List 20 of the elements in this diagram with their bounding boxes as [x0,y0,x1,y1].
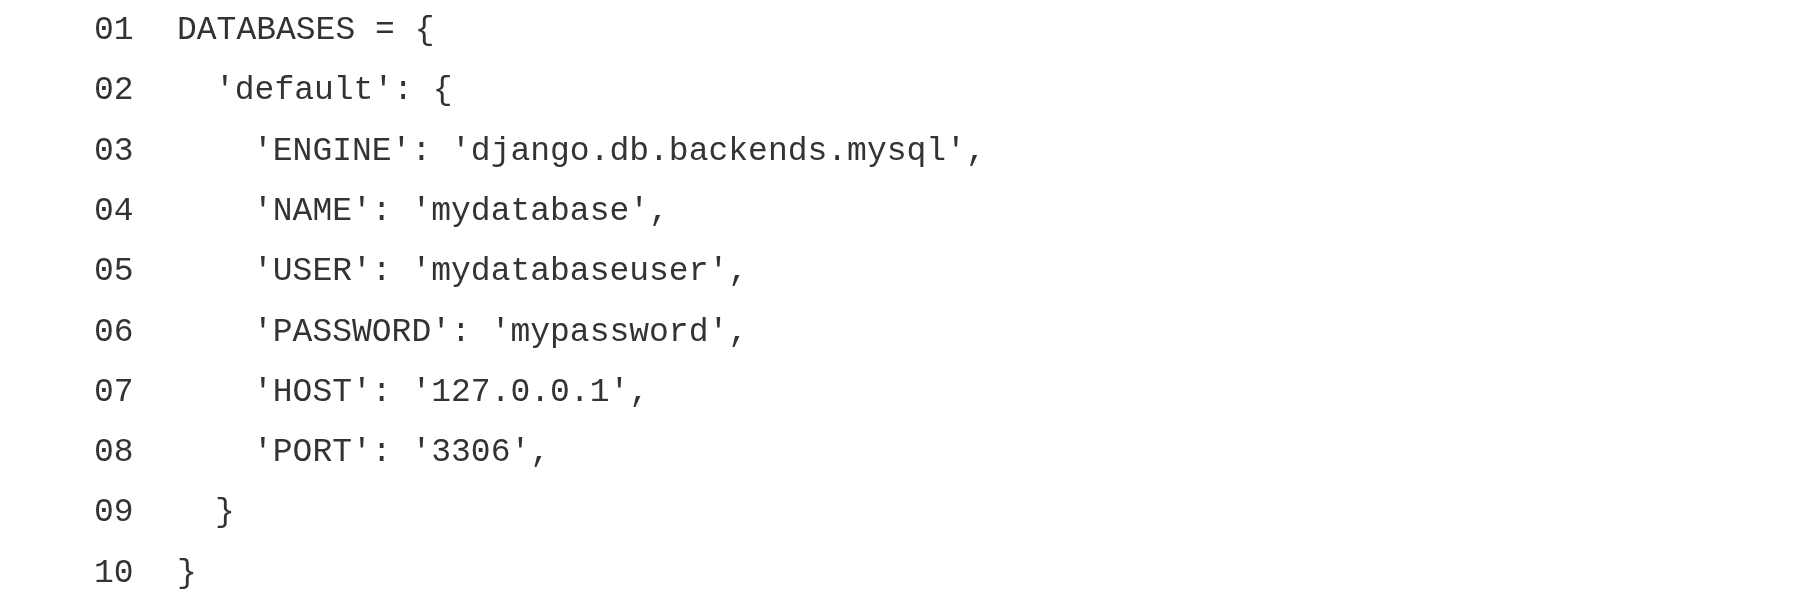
line-number: 02 [94,74,134,108]
code-line: 'PORT': '3306', [253,436,551,470]
line-number: 01 [94,14,134,47]
code-line: DATABASES = { [177,14,435,47]
code-line: 'NAME': 'mydatabase', [253,194,669,228]
line-number: 05 [94,255,134,289]
line-number: 04 [94,194,134,228]
code-line: 'ENGINE': 'django.db.backends.mysql', [253,134,986,168]
code-line: } [177,556,197,590]
code-line: 'default': { [215,74,453,108]
line-number: 09 [94,496,134,530]
code-line: 'PASSWORD': 'mypassword', [253,315,749,349]
line-number: 10 [94,556,134,590]
line-number: 03 [94,134,134,168]
line-number: 08 [94,436,134,470]
line-number: 06 [94,315,134,349]
code-line: 'USER': 'mydatabaseuser', [253,255,749,289]
line-number: 07 [94,375,134,409]
code-line: } [215,496,235,530]
code-line: 'HOST': '127.0.0.1', [253,375,650,409]
